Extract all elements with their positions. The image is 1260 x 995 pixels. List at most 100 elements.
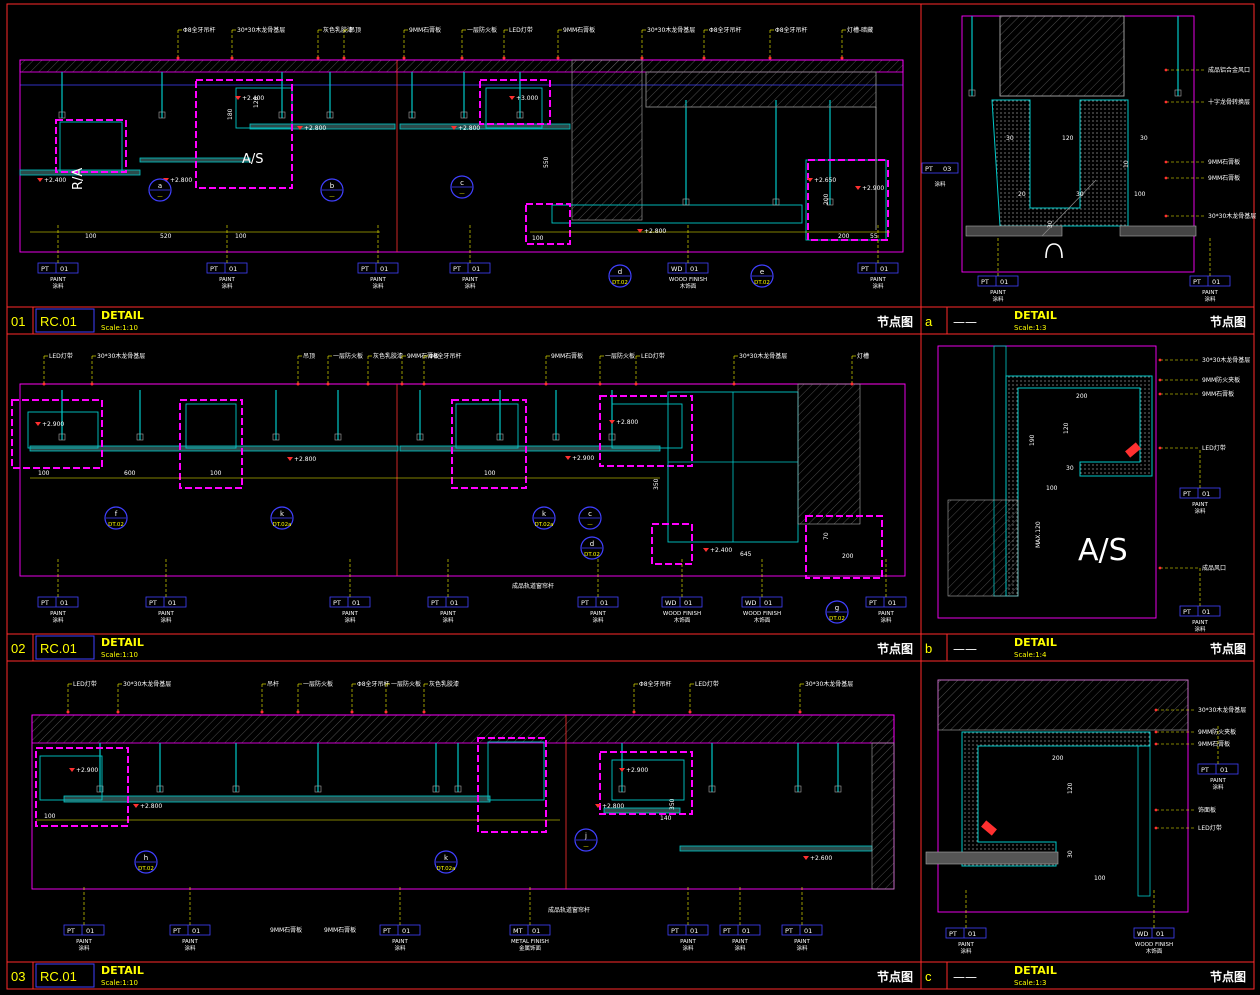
- tag-material-en: PAINT: [50, 611, 66, 617]
- leader-label: 9MM石膏板: [400, 352, 439, 386]
- tag-material-cn: 涂料: [1204, 295, 1216, 303]
- detail-number: b: [925, 641, 932, 656]
- dimension-value: 100: [1134, 191, 1146, 198]
- leader-label: Φ8全牙吊杆: [702, 26, 742, 60]
- elevation-triangle: [37, 178, 43, 182]
- section-boundary: [19, 383, 906, 577]
- elevation-triangle: [35, 422, 41, 426]
- tag-number: 01: [1202, 608, 1210, 616]
- hanger-clip: [232, 785, 240, 793]
- tag-number: 01: [600, 599, 608, 607]
- leader-label: 30*30木龙骨基层: [116, 680, 171, 714]
- callout-box: [195, 79, 293, 189]
- ref-box: [35, 963, 95, 988]
- bubble-circle: [148, 178, 172, 202]
- detail-number: c: [925, 969, 932, 984]
- leader-dot: [640, 56, 644, 60]
- tag-number: 01: [764, 599, 772, 607]
- bubble-letter: b: [330, 182, 335, 190]
- bubble-circle: [434, 850, 458, 874]
- airflow-arrow: [1045, 243, 1063, 259]
- label-text: Φ8全牙吊杆: [429, 352, 462, 360]
- detail-number: 02: [11, 641, 25, 656]
- detail-callout-bubble: hDT.02: [134, 850, 158, 874]
- dimension-value: 30: [1076, 191, 1084, 198]
- tag-material-en: PAINT: [870, 277, 886, 283]
- tag-code: PT: [1193, 278, 1201, 286]
- dimension-value: 200: [842, 553, 854, 560]
- label-text: 9MM石膏板: [563, 26, 595, 34]
- detail-callout-bubble: c—: [578, 506, 602, 530]
- tag-code: PT: [41, 599, 49, 607]
- elevation-mark: +2.900: [565, 455, 594, 462]
- tag-code: PT: [981, 278, 989, 286]
- tag-code: PT: [383, 927, 391, 935]
- bubble-letter: h: [144, 854, 148, 862]
- tag-code: WD: [671, 265, 682, 273]
- leader-label: 一层防火板: [598, 352, 635, 386]
- elevation-text: +2.900: [76, 767, 98, 774]
- label-text: LED灯带: [1202, 444, 1226, 452]
- label-text: 十字龙骨转换层: [1208, 98, 1250, 106]
- label-text: 30*30木龙骨基层: [97, 352, 145, 360]
- elevation-text: +3.000: [516, 95, 538, 102]
- elevation-mark: +2.800: [287, 456, 316, 463]
- label-text: 吊顶: [349, 27, 361, 34]
- hanger-clip: [314, 785, 322, 793]
- hanger-clip: [460, 111, 468, 119]
- tag-material-cn: 涂料: [796, 944, 808, 952]
- leader-label: LED灯带: [634, 352, 665, 386]
- elevation-triangle: [637, 229, 643, 233]
- hanger-clip: [496, 433, 504, 441]
- hanger-clip: [834, 785, 842, 793]
- bubble-circle: [580, 536, 604, 560]
- leader-dot: [296, 710, 300, 714]
- tag-box: [921, 162, 959, 174]
- detail-number: 03: [11, 969, 25, 984]
- tag-material-cn: 涂料: [734, 944, 746, 952]
- tag-material-en: PAINT: [440, 611, 456, 617]
- hanger-clip: [158, 111, 166, 119]
- dimension-value: 30: [1047, 220, 1054, 228]
- hanger-clip: [708, 785, 716, 793]
- tag-material-cn: 涂料: [78, 944, 90, 952]
- dimension-value: MAX.120: [1035, 521, 1042, 548]
- elevation-triangle: [297, 126, 303, 130]
- label-text: 30*30木龙骨基层: [237, 26, 285, 34]
- elevation-text: +2.800: [170, 177, 192, 184]
- detail-callout-bubble: b—: [320, 178, 344, 202]
- tag-material-cn: 涂料: [592, 616, 604, 624]
- node-drawing-label: 节点图: [877, 969, 913, 984]
- label-text: 饰面板: [1198, 806, 1216, 814]
- hanger-clip: [96, 785, 104, 793]
- callout-box: [451, 399, 527, 489]
- elevation-text: +2.400: [44, 177, 66, 184]
- dimension-value: 30: [1067, 850, 1074, 858]
- bubble-letter: k: [280, 510, 285, 518]
- dimension-value: 100: [85, 233, 97, 240]
- leader-dot: [632, 710, 636, 714]
- bubble-ref: —: [329, 194, 335, 200]
- callout-box: [807, 159, 889, 241]
- leader-label: 9MM防火夹板: [1158, 376, 1240, 384]
- vent-marking: A/S: [242, 152, 264, 167]
- hanger-clip: [826, 198, 834, 206]
- label-text: LED灯带: [641, 352, 665, 360]
- dimension-value: 645: [740, 551, 752, 558]
- concrete-slab: [31, 714, 895, 744]
- label-text: 成品铝合金风口: [1208, 66, 1250, 74]
- leader-dot: [1164, 176, 1168, 180]
- elevation-mark: +2.800: [451, 125, 480, 132]
- curtain-box: [487, 741, 545, 801]
- curtain-box: [185, 403, 237, 449]
- bubble-ref: DT.02: [612, 280, 628, 286]
- elevation-mark: +2.900: [855, 185, 884, 192]
- tag-number: 01: [168, 599, 176, 607]
- leader-label: 9MM石膏板: [402, 26, 441, 60]
